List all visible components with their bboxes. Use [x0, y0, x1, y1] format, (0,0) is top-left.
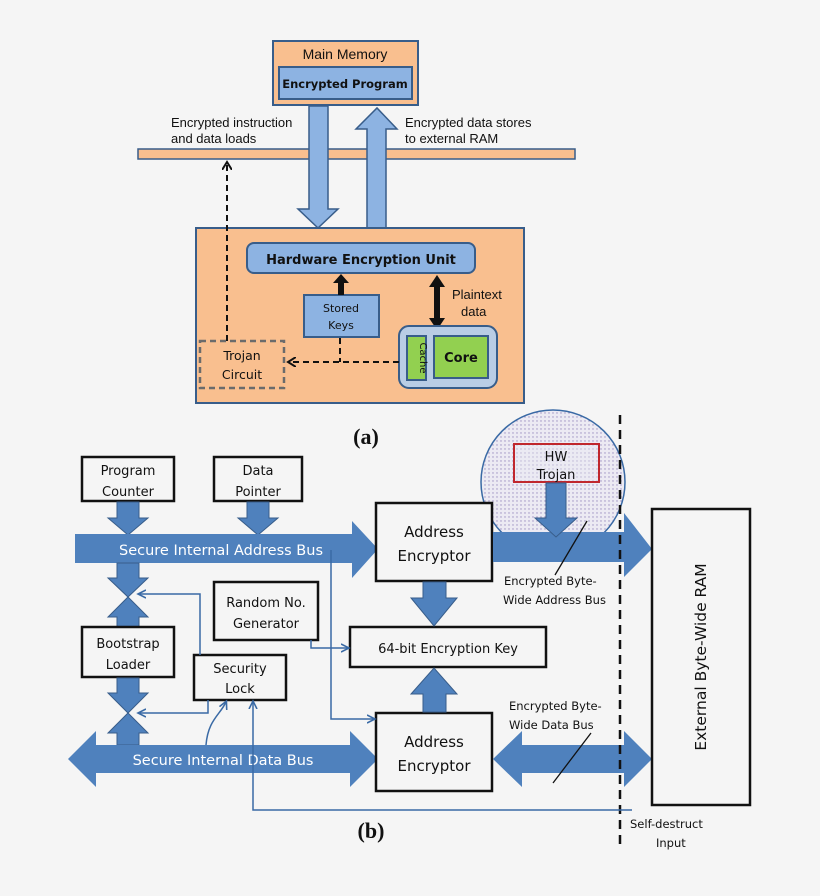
- plaintext-arrow: [429, 275, 445, 330]
- address-bus-arrow: [75, 521, 378, 578]
- core-label: Core: [444, 351, 478, 366]
- security-lock-line1: Security: [213, 662, 267, 677]
- databus-to-lock-line: [205, 702, 226, 746]
- address-encryptor-bottom-line1: Address: [404, 733, 464, 751]
- self-destruct-line2: Input: [656, 836, 686, 850]
- self-destruct-line1: Self-destruct: [630, 817, 703, 831]
- program-counter-line1: Program: [101, 464, 156, 479]
- hw-trojan-box: [513, 443, 600, 483]
- rng-to-key-line: [310, 640, 348, 648]
- external-ram-box: [650, 507, 752, 807]
- address-encryptor-top-line1: Address: [404, 523, 464, 541]
- top-encryptor-to-key-arrow: [409, 581, 459, 627]
- bootstrap-down-arrow: [106, 677, 150, 714]
- security-lock-line2: Lock: [225, 682, 255, 697]
- encrypted-program-label: Encrypted Program: [282, 77, 407, 91]
- cache-box: [406, 335, 427, 381]
- control-lines: [139, 550, 632, 811]
- security-lock-box: [192, 653, 288, 702]
- program-counter-box: [80, 455, 176, 503]
- external-ram-label: External Byte-Wide RAM: [692, 563, 710, 750]
- bootstrap-loader-box: [80, 625, 176, 679]
- bus-to-bootstrap-arrow-down: [106, 562, 150, 598]
- bootstrap-up-arrow: [106, 596, 150, 628]
- addrbus-to-bottom-encryptor-line: [330, 563, 374, 719]
- bootstrap-loader-line1: Bootstrap: [96, 637, 159, 652]
- address-bus-label: Secure Internal Address Bus: [119, 543, 323, 559]
- stored-keys-box: [303, 294, 380, 338]
- stores-label-line1: Encrypted data stores: [405, 115, 532, 130]
- main-memory-label: Main Memory: [303, 46, 388, 62]
- data-bus-label: Secure Internal Data Bus: [133, 753, 314, 769]
- cache-label: Cache: [417, 342, 428, 373]
- enc-data-bus-line1: Encrypted Byte-: [509, 699, 602, 713]
- trojan-leak-lines: [227, 164, 399, 362]
- trojan-circuit-line2: Circuit: [222, 367, 262, 382]
- stores-label-line2: to external RAM: [405, 131, 498, 146]
- data-pointer-box: [212, 455, 304, 503]
- address-encryptor-top-line2: Encryptor: [397, 547, 471, 565]
- address-encryptor-top-box: [374, 501, 494, 583]
- enc-address-bus-line1: Encrypted Byte-: [504, 574, 597, 588]
- system-bus-bar: [137, 148, 576, 160]
- program-counter-line2: Counter: [102, 485, 155, 500]
- enc-address-bus-line2: Wide Address Bus: [503, 593, 606, 607]
- trojan-circuit-box: [198, 339, 286, 390]
- lock-to-lower-switch-line: [139, 700, 209, 713]
- plaintext-label-line2: data: [461, 304, 487, 319]
- address-encryptor-bottom-box: [374, 711, 494, 793]
- stored-keys-line2: Keys: [328, 319, 354, 332]
- bootstrap-loader-line2: Loader: [106, 658, 151, 673]
- lock-to-upper-switch-line: [139, 594, 201, 655]
- hw-encryption-unit: [246, 242, 476, 274]
- stores-arrow: [354, 106, 399, 229]
- encrypted-data-bus-arrow: [493, 731, 652, 787]
- figure-b: Program Counter Data Pointer Secure Inte…: [68, 409, 752, 850]
- loads-label-line2: and data loads: [171, 131, 257, 146]
- loads-arrow: [296, 105, 340, 230]
- keys-to-unit-arrow: [333, 274, 349, 295]
- random-number-generator-box: [212, 580, 320, 642]
- data-pointer-line2: Pointer: [235, 485, 281, 500]
- bottom-encryptor-to-key-arrow: [409, 667, 459, 713]
- databus-to-bootstrap-arrow-up: [106, 712, 150, 746]
- data-pointer-line1: Data: [242, 464, 273, 479]
- caption-b: (b): [358, 818, 385, 843]
- figure-a: Main Memory Encrypted Program Encrypted …: [137, 40, 576, 449]
- enc-data-bus-leader: [552, 732, 592, 784]
- stored-keys-line1: Stored: [323, 302, 359, 315]
- caption-a: (a): [353, 424, 379, 449]
- self-destruct-to-lock-line: [253, 702, 632, 811]
- main-memory-box: Main Memory Encrypted Program: [272, 40, 419, 106]
- enc-data-bus-line2: Wide Data Bus: [509, 718, 594, 732]
- pc-to-bus-arrow: [106, 501, 150, 536]
- rng-line2: Generator: [233, 617, 300, 632]
- plaintext-label-line1: Plaintext: [452, 287, 502, 302]
- data-bus-arrow: [68, 731, 378, 787]
- address-encryptor-bottom-line2: Encryptor: [397, 757, 471, 775]
- hw-trojan-line1: HW: [545, 450, 568, 465]
- encryption-key-label: 64-bit Encryption Key: [378, 642, 518, 657]
- enc-address-bus-leader: [554, 520, 588, 576]
- hw-trojan-line2: Trojan: [536, 468, 576, 483]
- trojan-to-bus-arrow: [533, 482, 579, 538]
- loads-label-line1: Encrypted instruction: [171, 115, 292, 130]
- hw-encryption-unit-label: Hardware Encryption Unit: [266, 253, 456, 268]
- trojan-circuit-line1: Trojan: [222, 348, 260, 363]
- dp-to-bus-arrow: [236, 501, 280, 536]
- core-box: [433, 335, 489, 379]
- rng-line1: Random No.: [226, 596, 306, 611]
